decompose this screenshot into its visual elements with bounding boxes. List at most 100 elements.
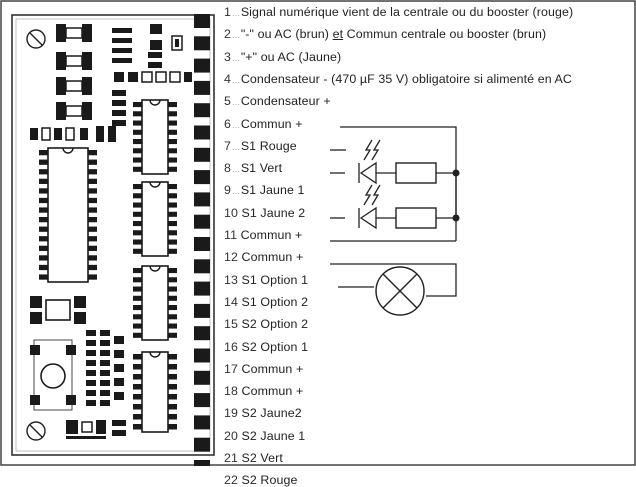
connector-pad (194, 192, 210, 207)
pin-label-20: 20 S2 Jaune 1 (224, 429, 305, 443)
common-wiring (330, 126, 457, 297)
figure-frame (0, 0, 636, 466)
pin-number: 17 (224, 361, 238, 376)
connector-pad (194, 415, 210, 430)
pin-number: 13 (224, 272, 238, 287)
pin-label-10: 10 S1 Jaune 2 (224, 206, 305, 220)
pin-description: S2 Vert (241, 451, 283, 465)
connector-pad (194, 125, 210, 140)
ic-chip (133, 265, 177, 341)
ic-chip (133, 181, 177, 257)
pin-number: 7 (224, 138, 231, 153)
mounting-hole-icon (26, 421, 46, 441)
led-icon (358, 139, 381, 185)
resistor-icon (395, 162, 437, 184)
pin-label-21: 21 S2 Vert (224, 451, 283, 465)
pin-description: Signal numérique vient de la centrale ou… (240, 5, 574, 19)
junction-dot-icon (452, 169, 460, 177)
pin-number: 18 (224, 384, 238, 399)
pin-label-17: 17 Commun + (224, 362, 303, 376)
pin-number: 3 (224, 49, 231, 64)
pin-description: Commun + (241, 250, 304, 265)
pin-number: 12 (224, 250, 238, 265)
connector-pad (194, 103, 210, 118)
pin-label-16: 16 S2 Option 1 (224, 340, 308, 354)
lamp-icon (375, 266, 425, 316)
pin-description: Commun + (241, 384, 304, 399)
ic-chip (133, 351, 177, 433)
connector-pad (194, 393, 210, 408)
connector-pad (194, 326, 210, 341)
pin-description: Commun + (240, 116, 303, 131)
pin-description: S2 Rouge (241, 473, 298, 487)
pin-label-22: 22 S2 Rouge (224, 473, 297, 487)
pin-label-12: 12 Commun + (224, 250, 303, 264)
pin-number: 4 (224, 71, 231, 86)
connector-pad (194, 303, 210, 318)
integrated-circuits (39, 99, 177, 433)
pin-label-2: 2..."-" ou AC (brun) et Commun centrale … (224, 27, 547, 42)
connector-pad (194, 348, 210, 363)
resistor-icon (395, 207, 437, 229)
connector-pad (194, 370, 210, 385)
pin-description-underlined: et (332, 27, 344, 42)
pin-label-8: 8...S1 Vert (224, 161, 283, 176)
pin-label-13: 13 S1 Option 1 (224, 273, 308, 287)
pin-label-19: 19 S2 Jaune2 (224, 406, 302, 420)
connector-pad (194, 80, 210, 95)
pin-label-15: 15 S2 Option 2 (224, 317, 308, 331)
circuit-board (0, 0, 636, 466)
connector-pad (194, 281, 210, 296)
schematic (330, 126, 460, 316)
pin-description: S1 Option 2 (241, 294, 309, 309)
junction-dot-icon (452, 214, 460, 222)
connector-pad (194, 437, 210, 452)
pin-number: 21 (224, 451, 238, 465)
pin-number: 1 (224, 5, 231, 19)
pin-number: 22 (224, 473, 238, 487)
pin-description: S1 Jaune 1 (240, 183, 305, 198)
pin-label-9: 9...S1 Jaune 1 (224, 183, 305, 198)
pin-description: S1 Rouge (240, 138, 297, 153)
ic-chip (39, 147, 97, 283)
pin-label-1: 1...Signal numérique vient de la central… (224, 5, 574, 19)
pin-description: "-" ou AC (brun) (240, 27, 333, 42)
connector-pad (194, 214, 210, 229)
pin-description: S2 Option 2 (241, 317, 309, 332)
pin-number: 14 (224, 294, 238, 309)
pin-number: 9 (224, 183, 231, 198)
led-icon (358, 184, 381, 230)
pin-label-4: 4...Condensateur - (470 µF 35 V) obligat… (224, 71, 572, 86)
pin-number: 5 (224, 94, 231, 109)
pin-description: Commun centrale ou booster (brun) (343, 27, 547, 42)
pin-number: 19 (224, 406, 238, 421)
pin-number: 2 (224, 27, 231, 42)
pin-description: "+" ou AC (Jaune) (240, 49, 342, 64)
pin-description: S1 Jaune 2 (241, 205, 306, 220)
pin-description: S1 Option 1 (241, 272, 309, 287)
pin-label-18: 18 Commun + (224, 384, 303, 398)
pin-description: S2 Jaune2 (241, 406, 302, 421)
pin-number: 11 (224, 228, 238, 242)
pin-description: Condensateur - (470 µF 35 V) obligatoire… (240, 71, 572, 86)
pin-number: 8 (224, 161, 231, 176)
pin-description: Condensateur + (240, 94, 331, 109)
pin-number: 16 (224, 339, 238, 354)
connector-pad (194, 14, 210, 28)
pin-description: Commun + (241, 361, 304, 376)
connector-pad (194, 58, 210, 73)
pin-label-6: 6...Commun + (224, 116, 303, 131)
connector-pad (194, 36, 210, 51)
ic-chip (133, 99, 177, 175)
bottom-components (30, 296, 126, 439)
pin-label-3: 3..."+" ou AC (Jaune) (224, 49, 342, 64)
mounting-hole-icon (26, 29, 46, 49)
pin-label-11: 11 Commun + (224, 228, 302, 242)
pin-description: S2 Jaune 1 (241, 428, 306, 443)
pin-description: S1 Vert (240, 161, 283, 176)
smd-components (30, 24, 192, 142)
connector-pads (194, 14, 210, 466)
pin-label-7: 7...S1 Rouge (224, 138, 297, 153)
connector-pad (194, 170, 210, 185)
